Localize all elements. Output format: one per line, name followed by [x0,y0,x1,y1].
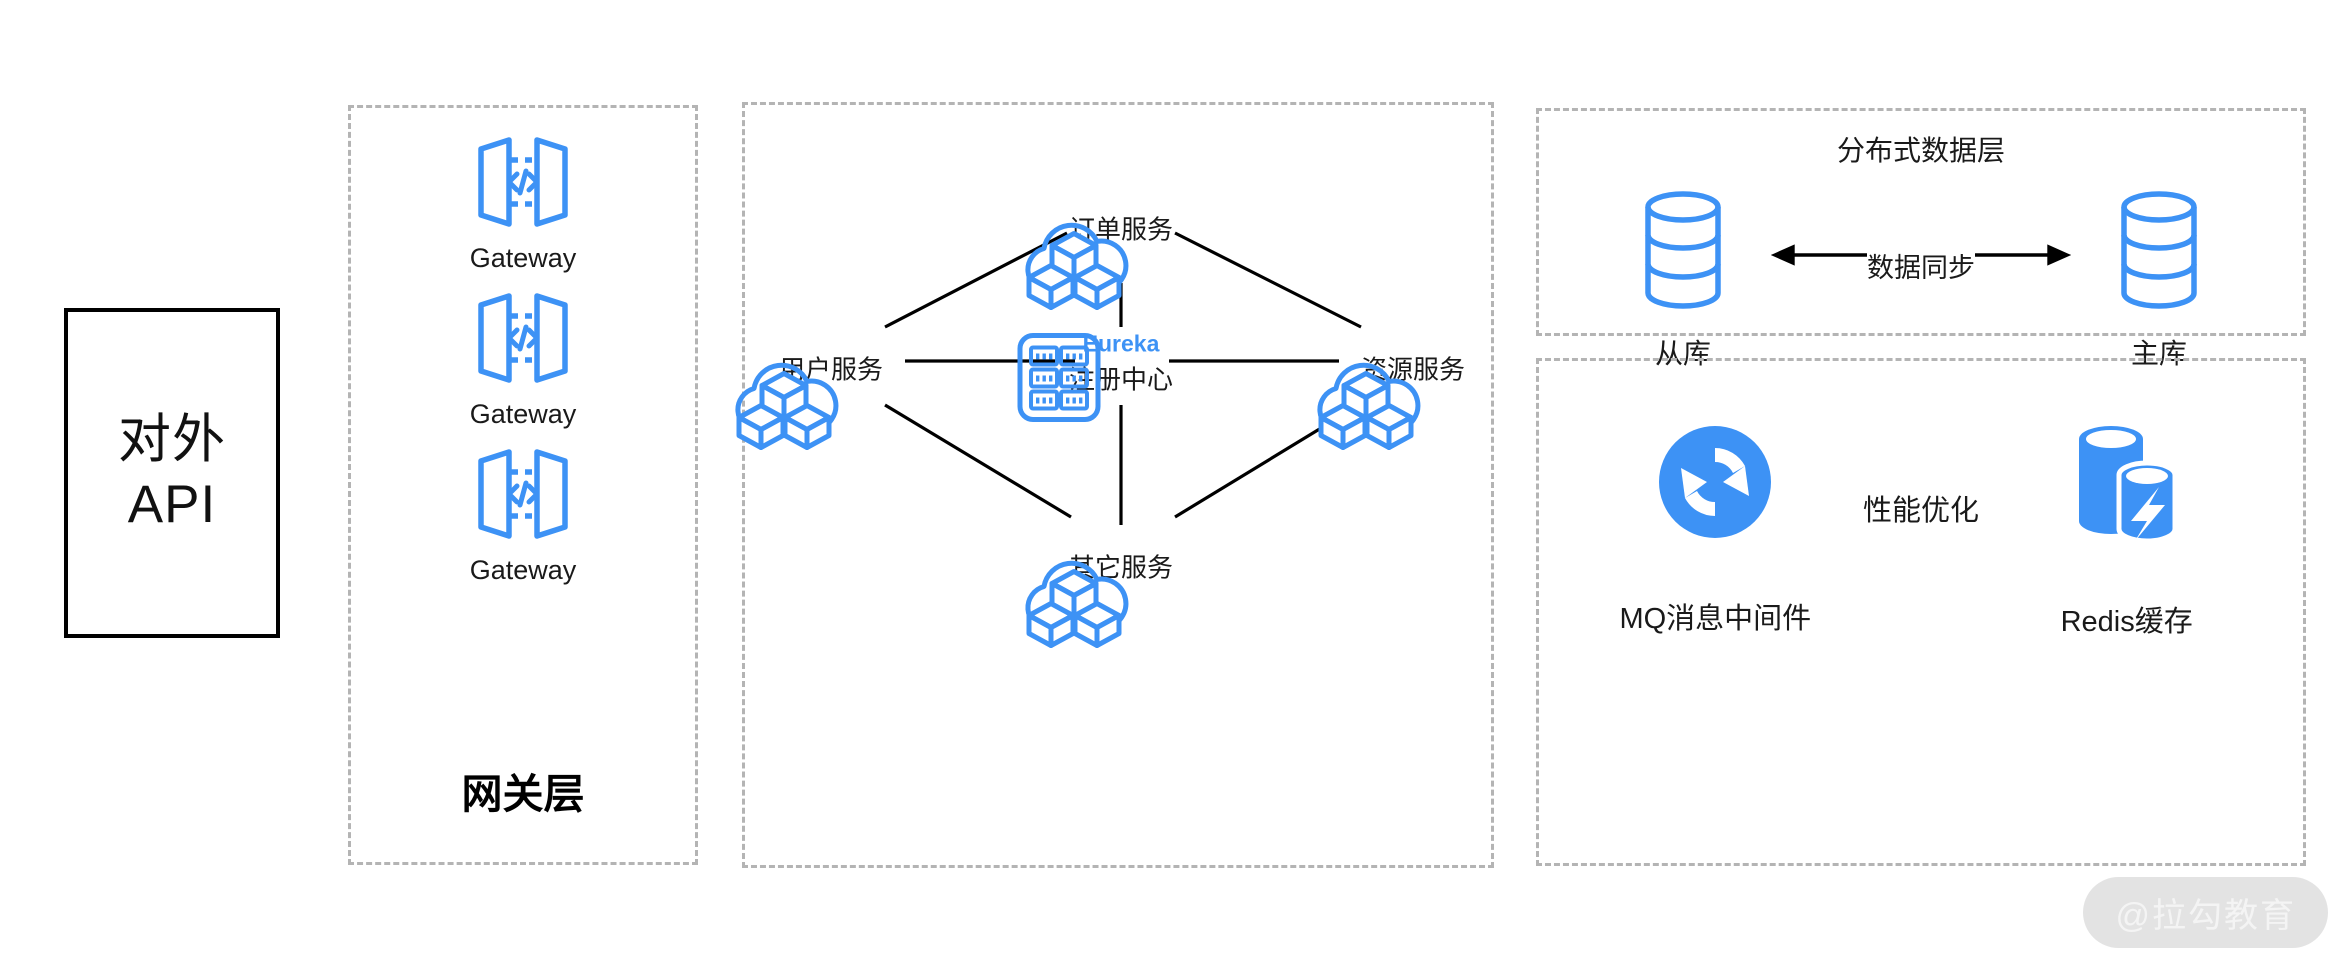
sync-arrow-bidirectional [1771,244,2071,266]
data-sync-indicator: 数据同步 [1771,189,2071,285]
gateway-icon [475,448,571,545]
data-layer-title: 分布式数据层 [1836,135,2005,166]
redis-label: Redis缓存 [2060,606,2193,638]
external-api-box: 对外 API [64,308,280,638]
service-node-order[interactable]: 订单服务 [1011,208,1231,310]
database-cylinder-icon [1636,189,1730,316]
data-layer-panel: 分布式数据层 从库 [1536,108,2306,369]
gateway-list: Gateway [351,136,695,604]
data-sync-label: 数据同步 [1867,253,1975,283]
mq-middleware[interactable]: MQ消息中间件 [1590,424,1840,637]
database-label: 主库 [2130,338,2187,369]
service-node-registry[interactable]: Eureka 注册中心 [1011,330,1231,422]
database-slave[interactable]: 从库 [1595,189,1771,372]
database-row: 从库 数据同步 [1539,189,2303,372]
topology-edges [884,231,1362,525]
service-mesh-panel: 订单服务 [735,102,1494,868]
gateway-layer-panel: Gateway [348,105,698,865]
performance-layer-panel: MQ消息中间件 性能优化 [1536,358,2306,866]
database-cylinder-icon [2112,189,2206,316]
redis-cylinders-icon [2071,421,2183,548]
gateway-item-label: Gateway [469,243,577,273]
gateway-item-label: Gateway [469,555,577,585]
gateway-item[interactable]: Gateway [469,448,577,586]
watermark: @拉勾教育 [2083,877,2328,948]
external-api-line-1: 对外 [118,410,226,470]
gateway-icon [475,292,571,389]
external-api-line-2: API [127,475,217,534]
service-topology: 订单服务 [735,105,1491,865]
gateway-layer-title: 网关层 [461,771,585,817]
service-node-resource[interactable]: 资源服务 [1303,348,1523,450]
mq-sync-circle-icon [1657,424,1773,545]
performance-row: MQ消息中间件 性能优化 [1539,421,2303,640]
performance-optimization-label: 性能优化 [1862,494,1979,527]
database-master[interactable]: 主库 [2071,189,2247,372]
mq-label: MQ消息中间件 [1619,603,1812,635]
gateway-item[interactable]: Gateway [469,292,577,430]
redis-cache[interactable]: Redis缓存 [2002,421,2252,640]
gateway-icon [475,136,571,233]
service-node-user[interactable]: 用户服务 [721,348,941,450]
service-node-other[interactable]: 其它服务 [1011,546,1231,648]
gateway-item-label: Gateway [469,399,577,429]
gateway-item[interactable]: Gateway [469,136,577,274]
database-label: 从库 [1654,338,1711,369]
